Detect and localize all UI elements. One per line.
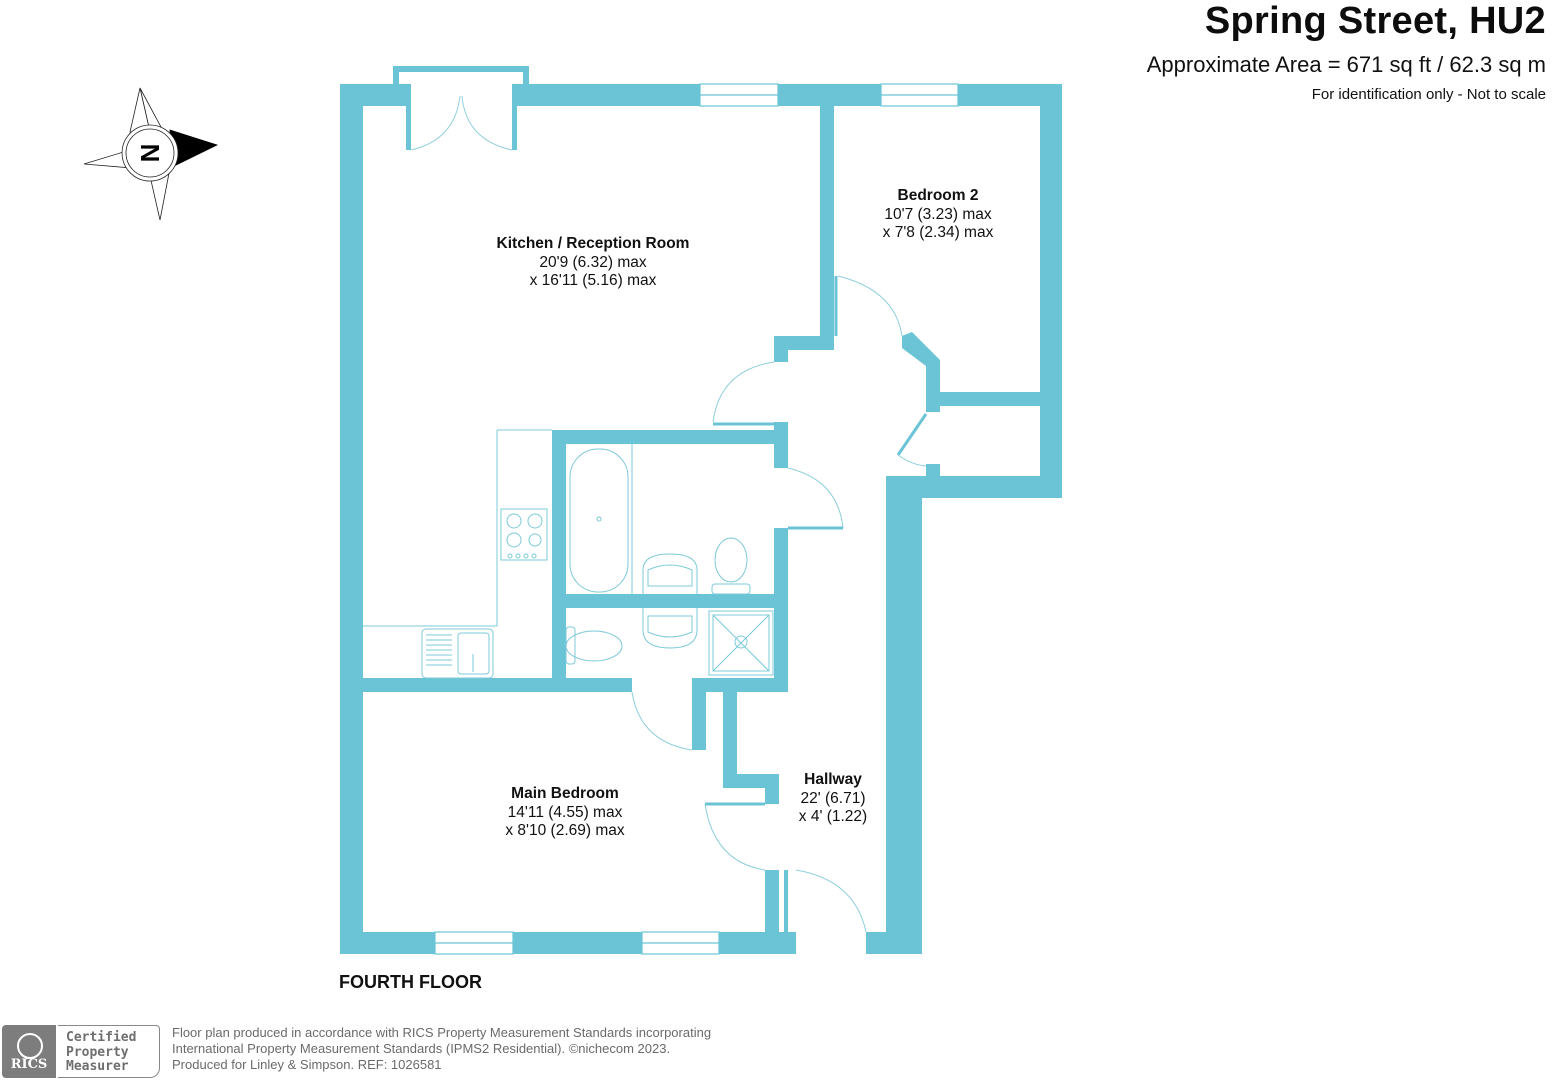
footer-line: International Property Measurement Stand…	[172, 1041, 671, 1056]
badge-line: Measurer	[66, 1059, 129, 1074]
room-dimension: x 8'10 (2.69) max	[505, 822, 625, 839]
badge-line: Certified	[66, 1030, 137, 1045]
room-dimension: x 7'8 (2.34) max	[882, 224, 994, 241]
room-name: Kitchen / Reception Room	[496, 235, 690, 252]
room-label-kitchen-reception: Kitchen / Reception Room 20'9 (6.32) max…	[497, 235, 690, 291]
footer-line: Floor plan produced in accordance with R…	[172, 1025, 712, 1040]
room-dimension: 20'9 (6.32) max	[539, 253, 647, 271]
room-dimension: x 4' (1.22)	[798, 808, 868, 825]
north-arrow-icon: N	[83, 87, 219, 221]
footer-disclaimer: Floor plan produced in accordance with R…	[172, 1025, 711, 1073]
room-name: Main Bedroom	[511, 785, 619, 802]
windows	[434, 83, 959, 955]
room-label-main-bedroom: Main Bedroom 14'11 (4.55) max x 8'10 (2.…	[505, 785, 624, 841]
room-label-hallway: Hallway 22' (6.71) x 4' (1.22)	[799, 771, 867, 827]
scale-note: For identification only - Not to scale	[1311, 86, 1546, 103]
room-label-bedroom-2: Bedroom 2 10'7 (3.23) max x 7'8 (2.34) m…	[883, 187, 994, 243]
rics-logo: RICS	[2, 1025, 56, 1078]
svg-text:N: N	[135, 144, 165, 163]
badge-line: Property	[66, 1044, 129, 1060]
rics-logo-text: RICS	[10, 1057, 48, 1072]
doors	[410, 95, 928, 933]
floor-label: FOURTH FLOOR	[339, 972, 482, 992]
room-dimension: 14'11 (4.55) max	[507, 803, 623, 821]
lion-icon	[17, 1033, 43, 1059]
walls	[340, 66, 1062, 954]
certified-measurer-box: Certified Property Measurer	[58, 1025, 160, 1078]
room-name: Bedroom 2	[897, 187, 979, 204]
room-name: Hallway	[804, 771, 862, 788]
fixtures	[363, 429, 774, 679]
room-dimension: 22' (6.71)	[800, 789, 866, 807]
approximate-area: Approximate Area = 671 sq ft / 62.3 sq m	[1146, 52, 1546, 77]
room-dimension: 10'7 (3.23) max	[884, 205, 992, 223]
footer-line: Produced for Linley & Simpson. REF: 1026…	[172, 1057, 442, 1072]
rics-badge: RICS Certified Property Measurer	[2, 1025, 161, 1078]
property-title: Spring Street, HU2	[1204, 0, 1546, 42]
room-dimension: x 16'11 (5.16) max	[529, 272, 657, 289]
